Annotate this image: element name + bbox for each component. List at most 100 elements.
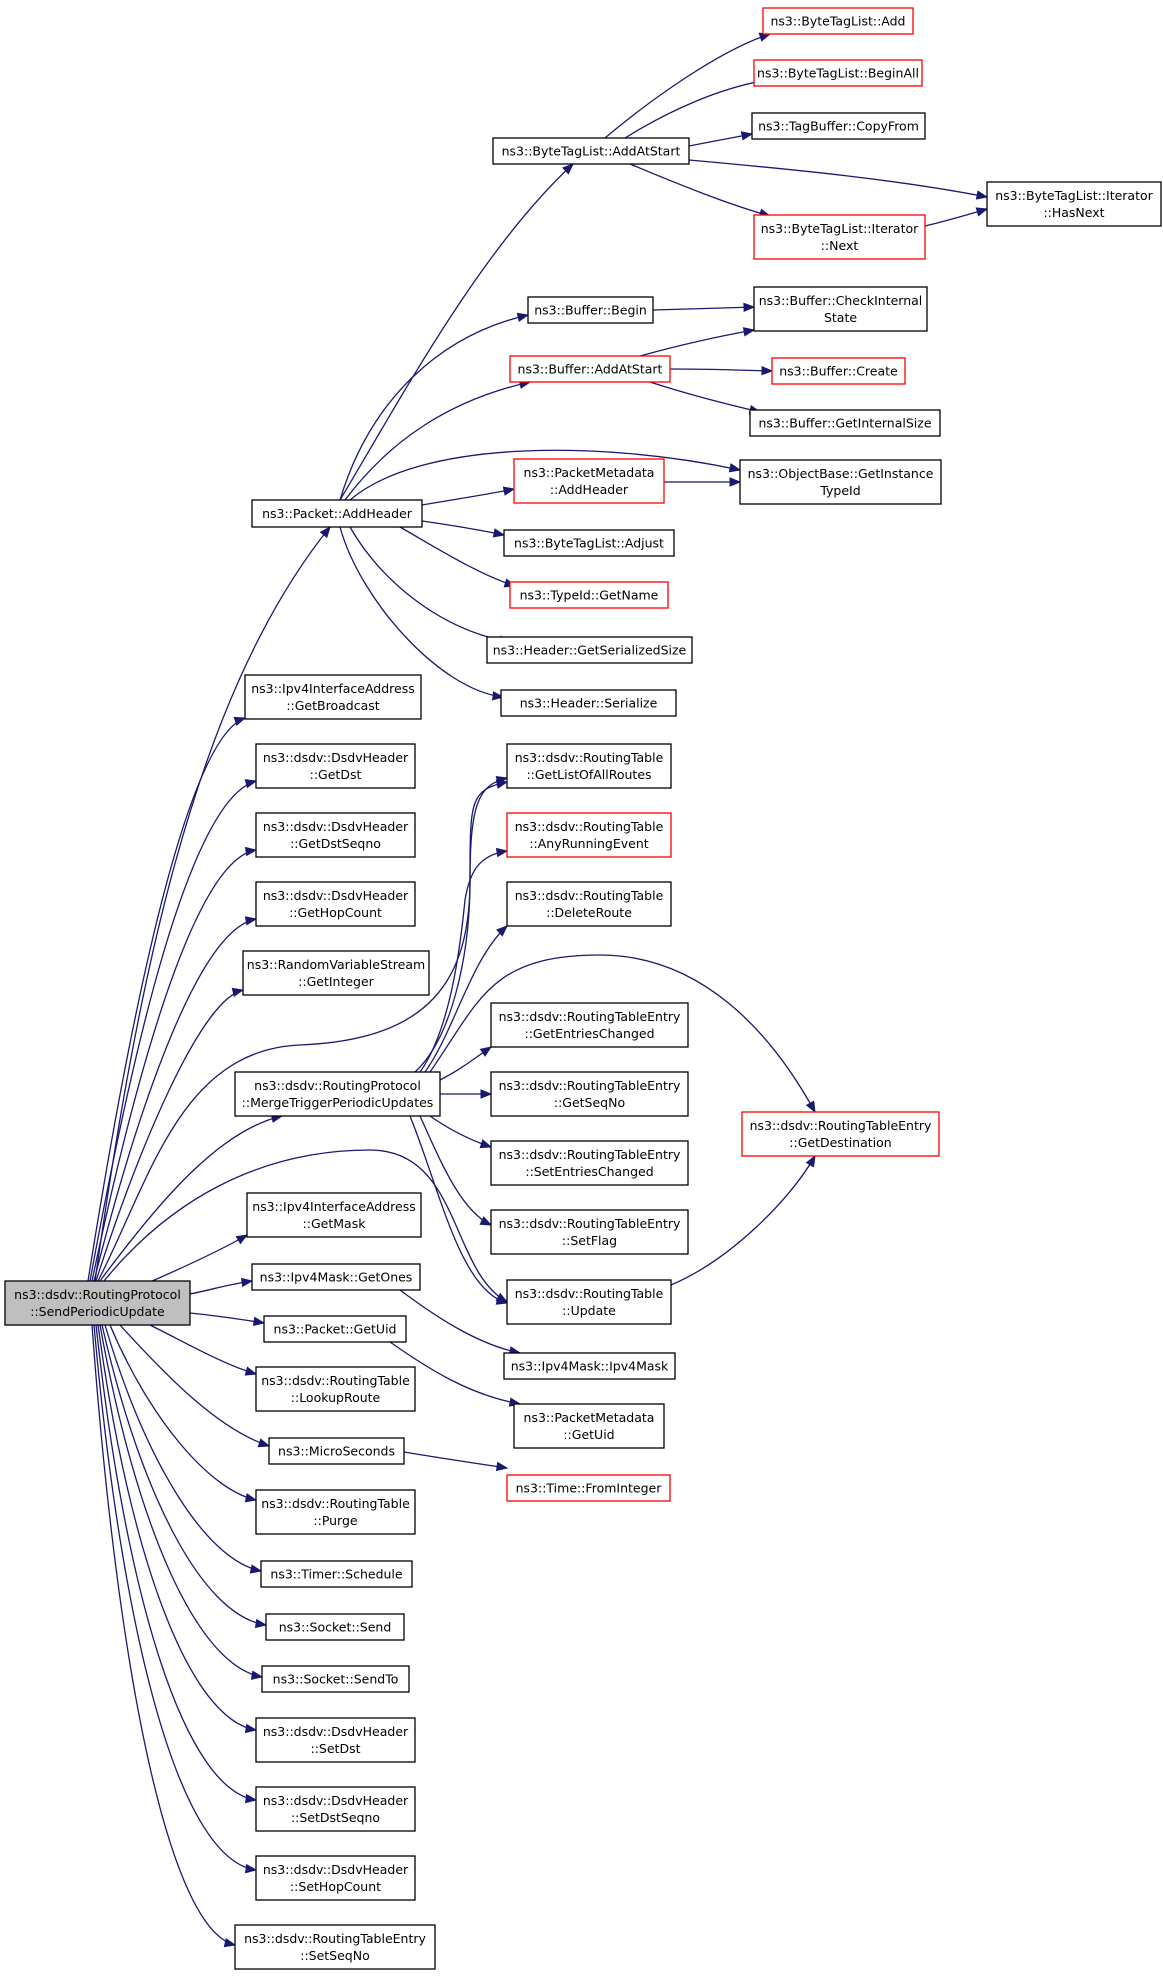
node-addheader[interactable]: ns3::Packet::AddHeader [251, 499, 423, 528]
node-buffer_create[interactable]: ns3::Buffer::Create [771, 357, 906, 385]
node-pm_getuid[interactable]: ns3::PacketMetadata::GetUid [513, 1403, 665, 1449]
node-box[interactable] [506, 743, 672, 789]
node-header_getsize[interactable]: ns3::Header::GetSerializedSize [486, 636, 693, 664]
node-btl_adjust[interactable]: ns3::ByteTagList::Adjust [503, 529, 675, 557]
node-buffer_getinternalsize[interactable]: ns3::Buffer::GetInternalSize [749, 409, 941, 437]
node-box[interactable] [251, 499, 423, 528]
node-box[interactable] [490, 1002, 689, 1048]
node-ipv4mask[interactable]: ns3::Ipv4Mask::Ipv4Mask [503, 1352, 676, 1380]
node-rt_update[interactable]: ns3::dsdv::RoutingTable::Update [506, 1279, 672, 1325]
node-getdst[interactable]: ns3::dsdv::DsdvHeader::GetDst [255, 743, 416, 789]
node-box[interactable] [739, 459, 942, 505]
node-box[interactable] [244, 674, 422, 720]
node-microseconds[interactable]: ns3::MicroSeconds [268, 1437, 405, 1465]
node-send[interactable]: ns3::Socket::Send [265, 1613, 405, 1641]
node-purge[interactable]: ns3::dsdv::RoutingTable::Purge [255, 1489, 416, 1535]
node-btl_iter_hasnext[interactable]: ns3::ByteTagList::Iterator::HasNext [986, 181, 1162, 227]
node-box[interactable] [509, 355, 671, 383]
node-getinteger[interactable]: ns3::RandomVariableStream::GetInteger [242, 950, 430, 996]
node-getdstseqno[interactable]: ns3::dsdv::DsdvHeader::GetDstSeqno [255, 812, 416, 858]
node-box[interactable] [234, 1924, 436, 1970]
node-box[interactable] [492, 137, 690, 165]
node-sethopcount[interactable]: ns3::dsdv::DsdvHeader::SetHopCount [255, 1855, 416, 1901]
node-box[interactable] [255, 1786, 416, 1832]
node-box[interactable] [263, 1315, 407, 1343]
node-box[interactable] [246, 1192, 422, 1238]
node-getbroadcast[interactable]: ns3::Ipv4InterfaceAddress::GetBroadcast [244, 674, 422, 720]
node-box[interactable] [513, 1403, 665, 1449]
node-sendto[interactable]: ns3::Socket::SendTo [261, 1665, 410, 1693]
node-getones[interactable]: ns3::Ipv4Mask::GetOnes [251, 1263, 421, 1291]
node-box[interactable] [513, 458, 665, 504]
node-box[interactable] [255, 812, 416, 858]
node-lookuproute[interactable]: ns3::dsdv::RoutingTable::LookupRoute [255, 1366, 416, 1412]
node-gethopcount[interactable]: ns3::dsdv::DsdvHeader::GetHopCount [255, 881, 416, 927]
node-rt_deleteroute[interactable]: ns3::dsdv::RoutingTable::DeleteRoute [506, 881, 672, 927]
node-merge[interactable]: ns3::dsdv::RoutingProtocol::MergeTrigger… [234, 1071, 441, 1117]
node-box[interactable] [260, 1560, 413, 1588]
node-btl_add[interactable]: ns3::ByteTagList::Add [762, 7, 914, 35]
node-tagbuffer_copyfrom[interactable]: ns3::TagBuffer::CopyFrom [751, 112, 926, 140]
node-box[interactable] [490, 1071, 689, 1117]
node-box[interactable] [486, 636, 693, 664]
node-rte_getentries[interactable]: ns3::dsdv::RoutingTableEntry::GetEntries… [490, 1002, 689, 1048]
node-box[interactable] [490, 1209, 689, 1255]
node-box[interactable] [506, 881, 672, 927]
node-header_serialize[interactable]: ns3::Header::Serialize [500, 689, 677, 717]
node-rte_setflag[interactable]: ns3::dsdv::RoutingTableEntry::SetFlag [490, 1209, 689, 1255]
node-typeid_getname[interactable]: ns3::TypeId::GetName [509, 581, 669, 609]
node-root[interactable]: ns3::dsdv::RoutingProtocol::SendPeriodic… [4, 1280, 191, 1326]
node-box[interactable] [255, 1855, 416, 1901]
node-pm_addheader[interactable]: ns3::PacketMetadata::AddHeader [513, 458, 665, 504]
node-box[interactable] [986, 181, 1162, 227]
node-rte_getdestination[interactable]: ns3::dsdv::RoutingTableEntry::GetDestina… [741, 1111, 940, 1157]
node-box[interactable] [242, 950, 430, 996]
node-box[interactable] [509, 581, 669, 609]
node-box[interactable] [753, 59, 923, 87]
node-box[interactable] [527, 296, 654, 324]
node-getuid[interactable]: ns3::Packet::GetUid [263, 1315, 407, 1343]
node-rt_anyrunning[interactable]: ns3::dsdv::RoutingTable::AnyRunningEvent [506, 812, 672, 858]
node-box[interactable] [255, 881, 416, 927]
node-rte_getseqno[interactable]: ns3::dsdv::RoutingTableEntry::GetSeqNo [490, 1071, 689, 1117]
node-addatstart_btl[interactable]: ns3::ByteTagList::AddAtStart [492, 137, 690, 165]
node-box[interactable] [749, 409, 941, 437]
node-box[interactable] [503, 529, 675, 557]
node-box[interactable] [255, 1717, 416, 1763]
node-box[interactable] [506, 812, 672, 858]
node-setdstseqno[interactable]: ns3::dsdv::DsdvHeader::SetDstSeqno [255, 1786, 416, 1832]
node-rt_getlist[interactable]: ns3::dsdv::RoutingTable::GetListOfAllRou… [506, 743, 672, 789]
node-box[interactable] [490, 1140, 689, 1186]
node-schedule[interactable]: ns3::Timer::Schedule [260, 1560, 413, 1588]
node-box[interactable] [261, 1665, 410, 1693]
node-buffer_addatstart[interactable]: ns3::Buffer::AddAtStart [509, 355, 671, 383]
node-box[interactable] [771, 357, 906, 385]
node-box[interactable] [265, 1613, 405, 1641]
node-box[interactable] [753, 214, 926, 260]
node-box[interactable] [251, 1263, 421, 1291]
node-box[interactable] [506, 1279, 672, 1325]
node-box[interactable] [4, 1280, 191, 1326]
node-setseqno[interactable]: ns3::dsdv::RoutingTableEntry::SetSeqNo [234, 1924, 436, 1970]
node-box[interactable] [506, 1474, 671, 1502]
node-box[interactable] [753, 286, 928, 332]
node-box[interactable] [255, 743, 416, 789]
node-box[interactable] [255, 1489, 416, 1535]
node-box[interactable] [500, 689, 677, 717]
node-getmask[interactable]: ns3::Ipv4InterfaceAddress::GetMask [246, 1192, 422, 1238]
node-box[interactable] [762, 7, 914, 35]
node-box[interactable] [751, 112, 926, 140]
node-btl_iter_next[interactable]: ns3::ByteTagList::Iterator::Next [753, 214, 926, 260]
node-rte_setentries[interactable]: ns3::dsdv::RoutingTableEntry::SetEntries… [490, 1140, 689, 1186]
node-box[interactable] [255, 1366, 416, 1412]
node-btl_beginall[interactable]: ns3::ByteTagList::BeginAll [753, 59, 923, 87]
node-box[interactable] [268, 1437, 405, 1465]
node-setdst[interactable]: ns3::dsdv::DsdvHeader::SetDst [255, 1717, 416, 1763]
node-buffer_begin[interactable]: ns3::Buffer::Begin [527, 296, 654, 324]
node-box[interactable] [234, 1071, 441, 1117]
node-box[interactable] [741, 1111, 940, 1157]
node-time_frominteger[interactable]: ns3::Time::FromInteger [506, 1474, 671, 1502]
node-box[interactable] [503, 1352, 676, 1380]
